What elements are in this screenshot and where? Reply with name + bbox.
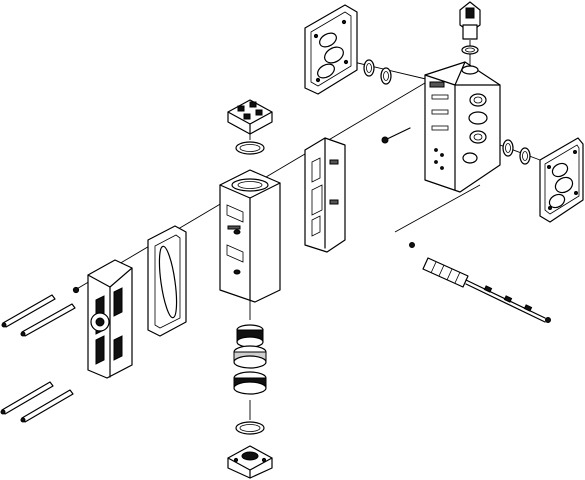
bottom-cap: [227, 445, 273, 479]
o-rings-top: [363, 59, 392, 85]
piston-stack: [233, 324, 267, 395]
spool-shaft: [409, 242, 551, 323]
tie-rods-upper: [1, 294, 76, 337]
gasket-plate-right: [539, 137, 584, 223]
cylinder-body: [219, 169, 281, 303]
end-cap: [87, 259, 133, 379]
valve-body: [424, 61, 501, 193]
gasket-plate-top: [304, 4, 358, 95]
tie-rods-lower: [0, 381, 74, 423]
seal-plate: [147, 225, 187, 337]
connector-fitting: [459, 1, 481, 55]
screw-small: [381, 127, 411, 144]
screw-left: [72, 286, 80, 294]
top-cap: [227, 99, 273, 155]
o-rings-right: [502, 139, 531, 165]
middle-plate: [304, 137, 346, 253]
o-ring-bottom: [235, 421, 265, 435]
